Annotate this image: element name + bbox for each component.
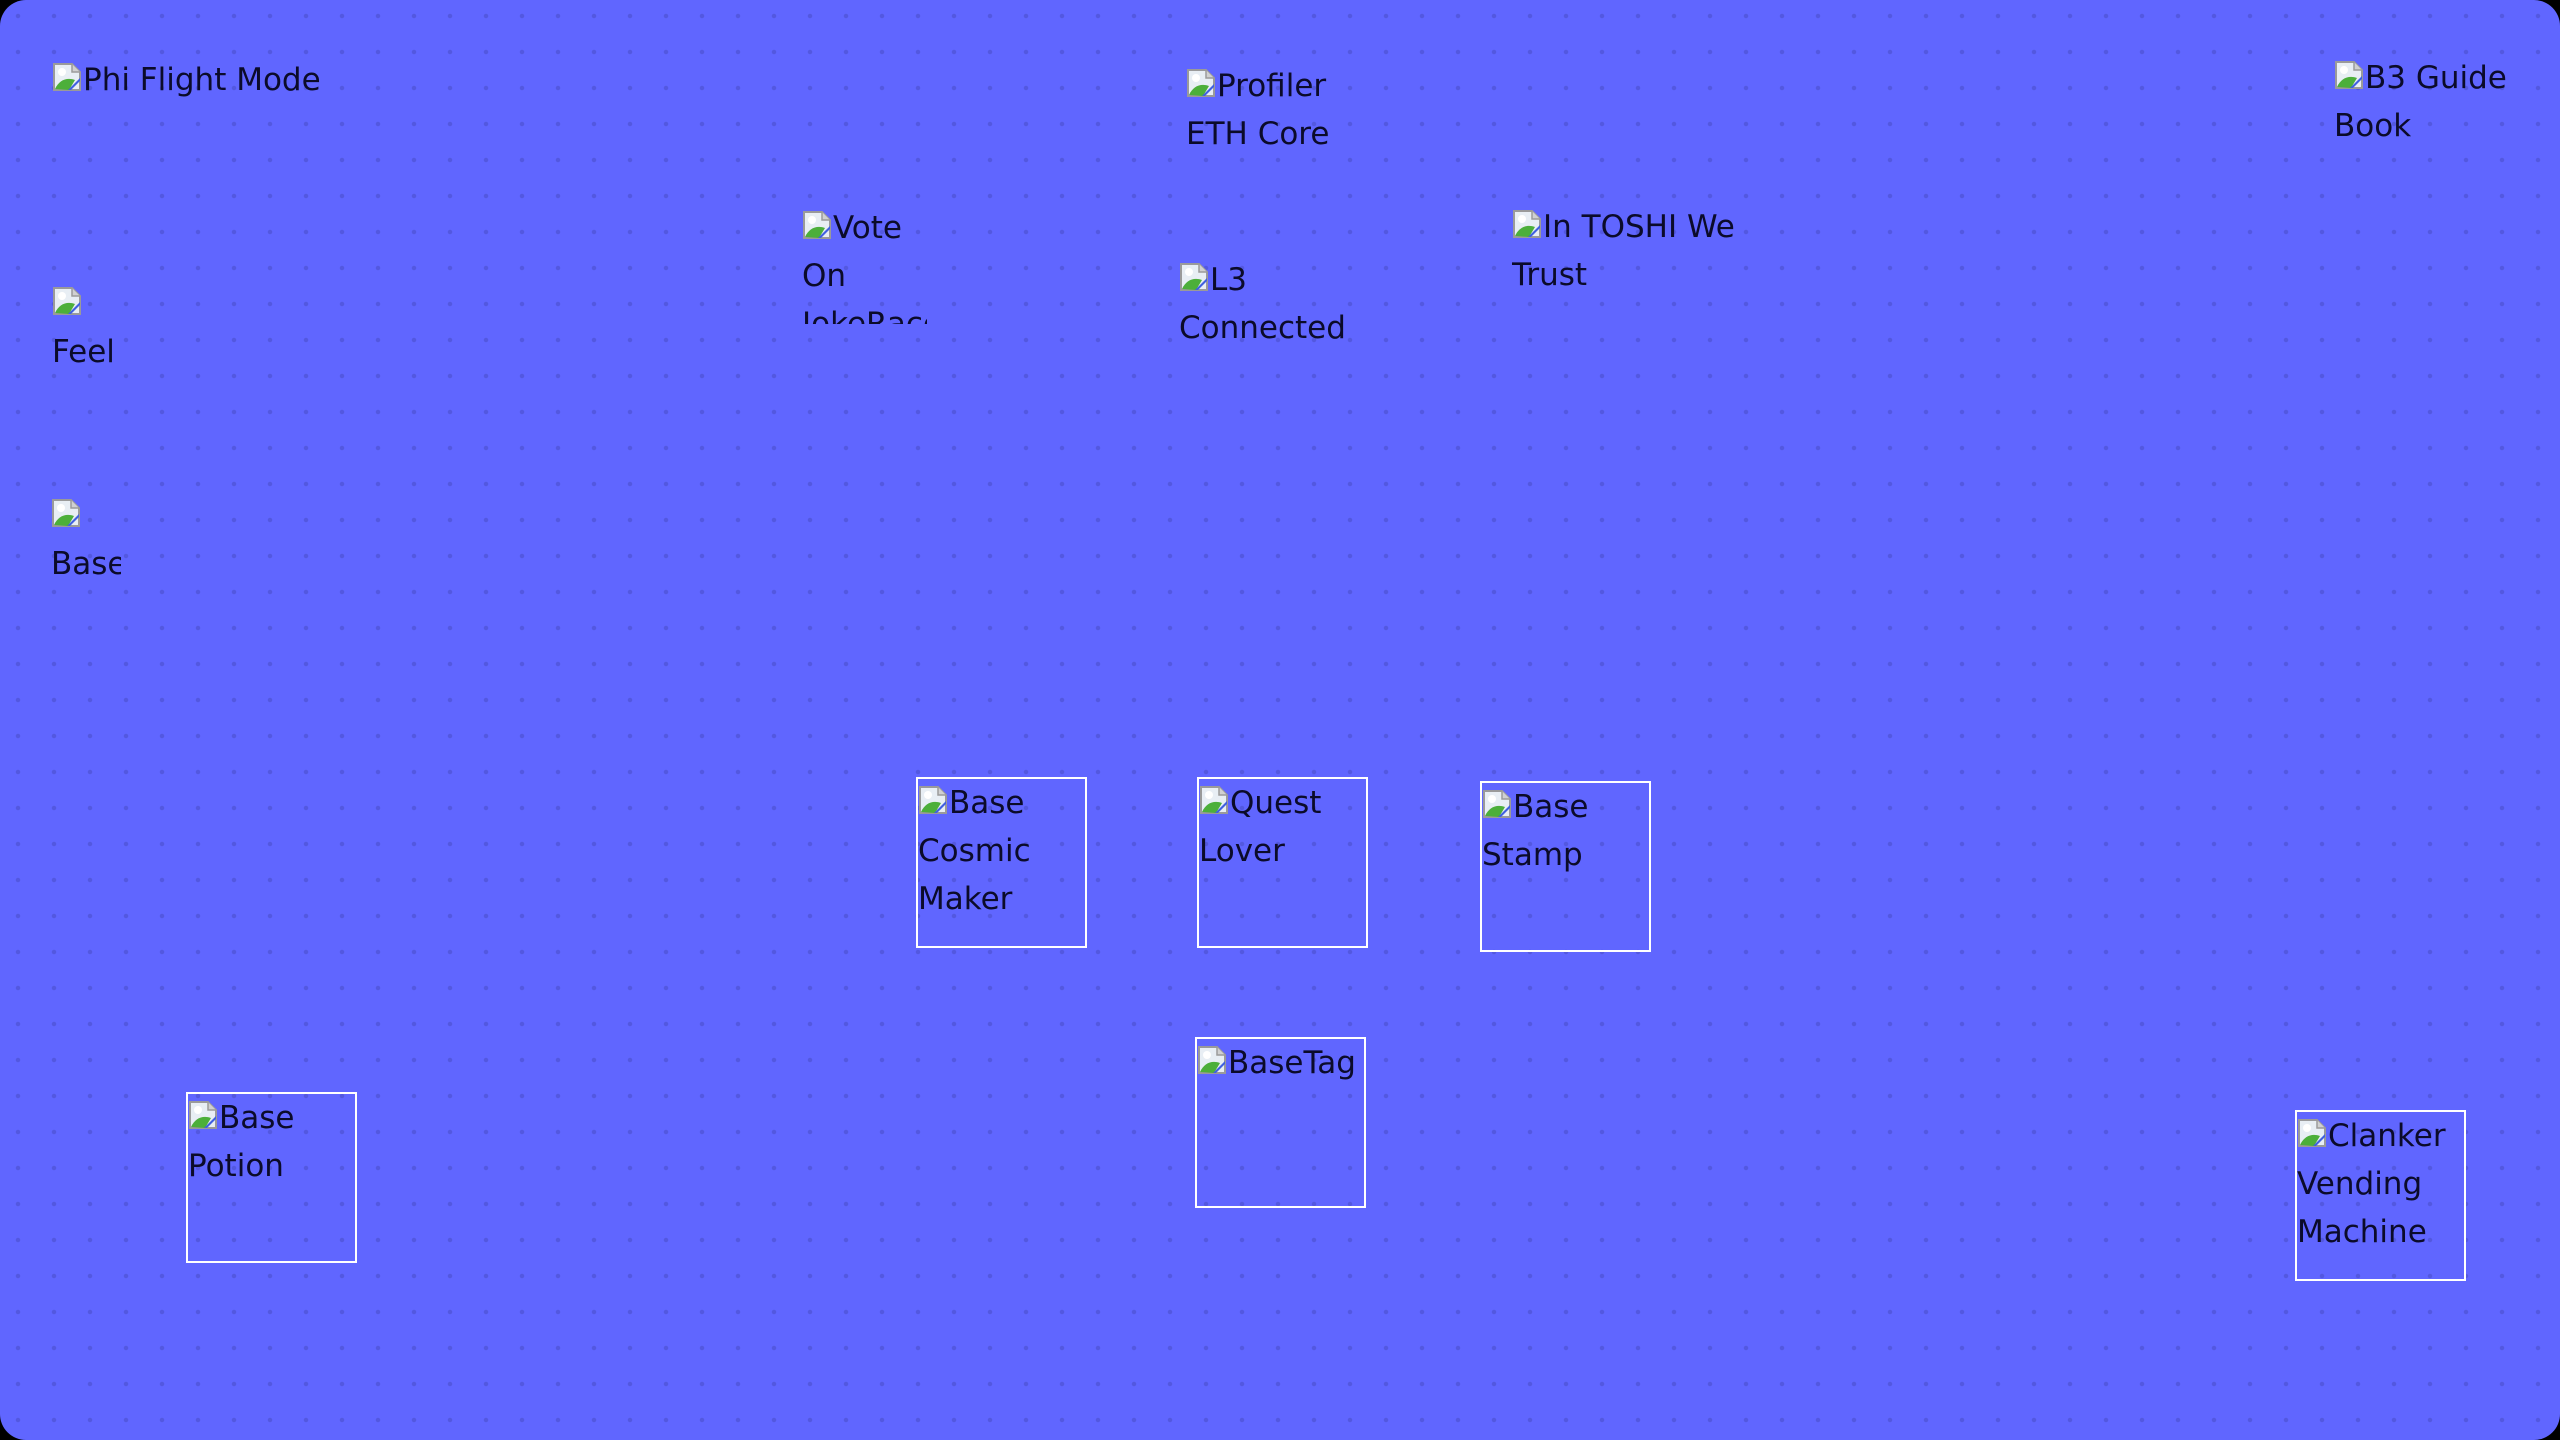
item-basetag[interactable]: BaseTag xyxy=(1195,1037,1366,1208)
item-label: Vote On JokeRace xyxy=(802,210,927,324)
item-in-toshi-we-trust[interactable]: In TOSHI We Trust xyxy=(1512,203,1742,299)
broken-image-icon xyxy=(2334,56,2364,89)
item-quest-lover[interactable]: Quest Lover xyxy=(1197,777,1368,948)
item-clanker-vending-machine[interactable]: Clanker Vending Machine xyxy=(2295,1110,2466,1281)
item-label: In TOSHI We Trust xyxy=(1512,209,1735,293)
item-l3-connected[interactable]: L3 Connected xyxy=(1179,256,1349,352)
broken-image-icon xyxy=(1512,205,1542,238)
broken-image-icon xyxy=(802,206,832,239)
broken-image-icon xyxy=(52,282,82,315)
item-label: Base xyxy=(51,546,121,582)
item-label: Base Stamp xyxy=(1482,789,1589,873)
item-label: L3 Connected xyxy=(1179,262,1346,346)
broken-image-icon xyxy=(52,58,82,91)
item-label: Clanker Vending Machine xyxy=(2297,1118,2446,1250)
broken-image-icon xyxy=(2297,1114,2327,1147)
item-vote-on-jokerace[interactable]: Vote On JokeRace xyxy=(802,204,927,324)
broken-image-icon xyxy=(1482,785,1512,818)
item-base-stamp[interactable]: Base Stamp xyxy=(1480,781,1651,952)
broken-image-icon xyxy=(1179,258,1209,291)
item-label: Base Potion xyxy=(188,1100,295,1184)
item-label: Quest Lover xyxy=(1199,785,1322,869)
item-label: Base Cosmic Maker xyxy=(918,785,1031,917)
item-base-cosmic-maker[interactable]: Base Cosmic Maker xyxy=(916,777,1087,948)
broken-image-icon xyxy=(51,494,81,527)
item-feel[interactable]: Feel xyxy=(52,280,122,376)
broken-image-icon xyxy=(1199,781,1229,814)
item-label: B3 Guide Book xyxy=(2334,60,2507,144)
broken-image-icon xyxy=(188,1096,218,1129)
item-label: Phi Flight Mode xyxy=(83,62,321,98)
item-b3-guide-book[interactable]: B3 Guide Book xyxy=(2334,54,2524,150)
broken-image-icon xyxy=(918,781,948,814)
item-phi-flight-mode[interactable]: Phi Flight Mode xyxy=(52,56,452,104)
item-label: Profiler ETH Core xyxy=(1186,68,1330,152)
item-profiler-eth-core[interactable]: Profiler ETH Core xyxy=(1186,62,1361,158)
item-base-potion[interactable]: Base Potion xyxy=(186,1092,357,1263)
item-label: Feel xyxy=(52,334,115,370)
broken-image-icon xyxy=(1186,64,1216,97)
item-label: BaseTag xyxy=(1228,1045,1356,1081)
broken-image-icon xyxy=(1197,1041,1227,1074)
item-base[interactable]: Base xyxy=(51,492,121,588)
